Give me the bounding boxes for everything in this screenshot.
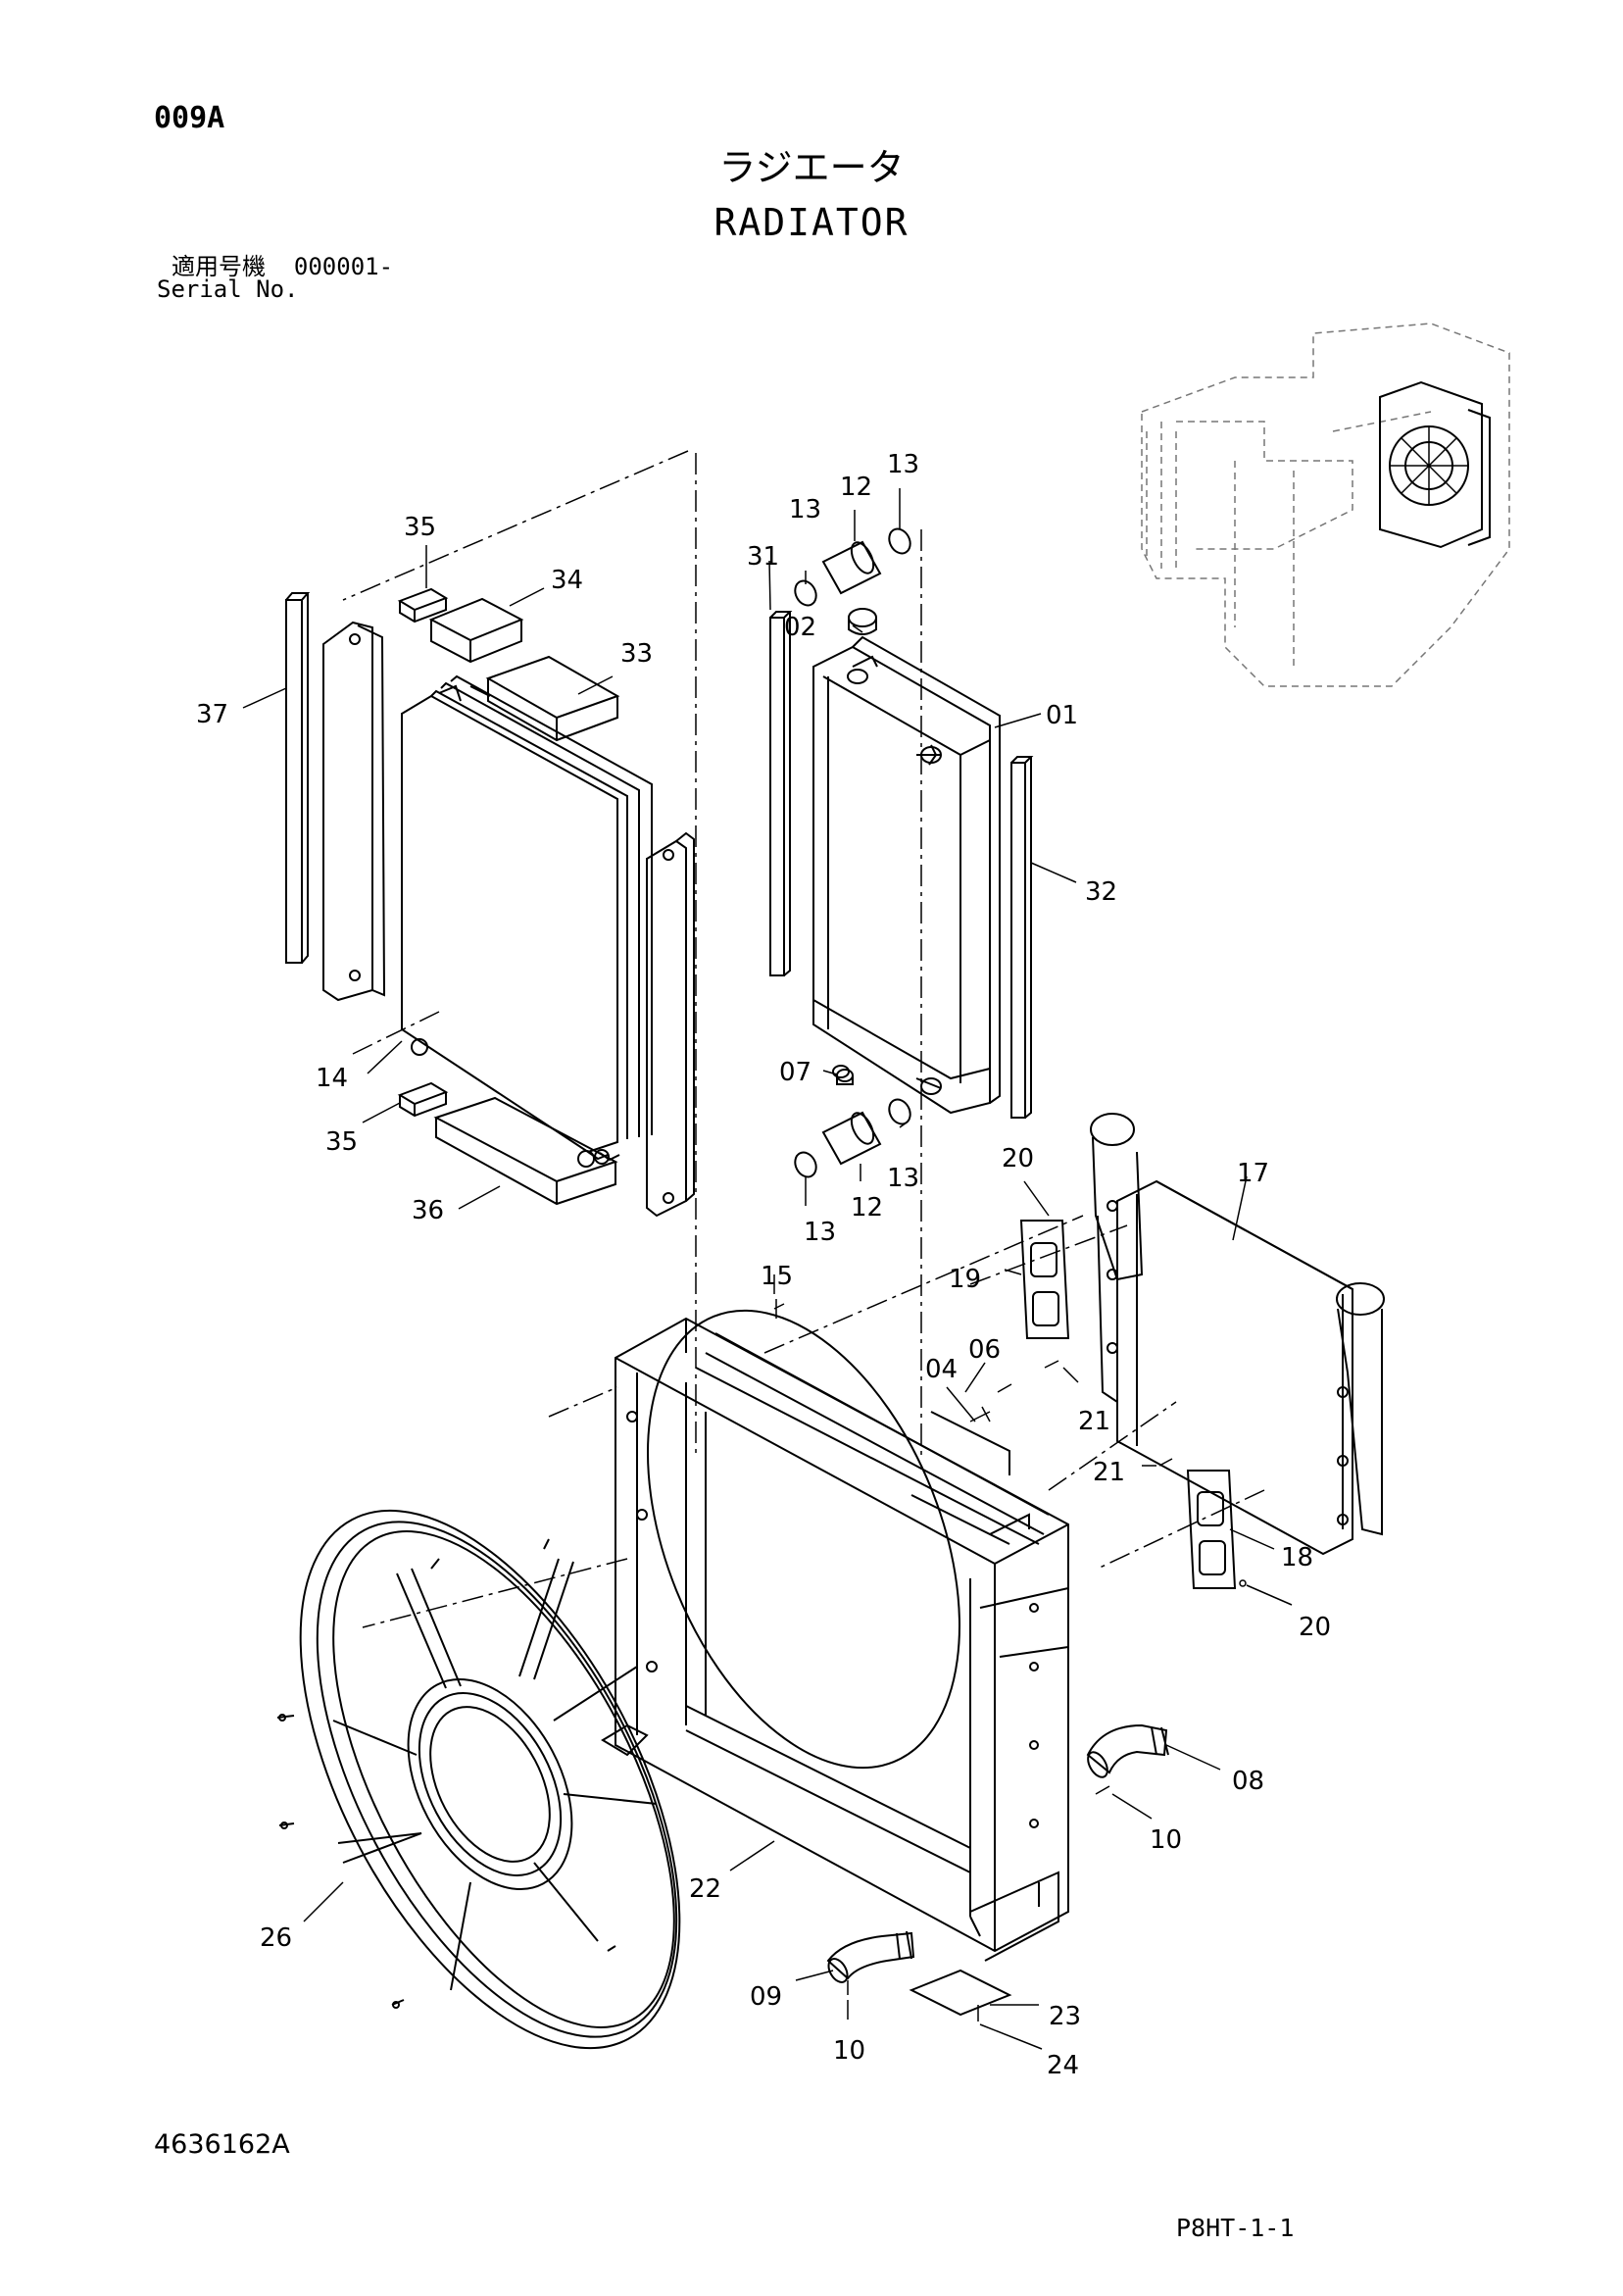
- part-23-cover-plate: [909, 1969, 1012, 2017]
- callout-21-upper: 21: [1078, 1407, 1110, 1436]
- callout-14: 14: [316, 1064, 348, 1093]
- callout-31: 31: [747, 542, 779, 572]
- inset-radiator-icon: [1379, 380, 1491, 549]
- serial-label-japanese: 適用号機 000001-: [172, 255, 393, 278]
- part-13-clamp-upper-right: [888, 527, 911, 555]
- callout-13-c: 13: [887, 1164, 919, 1193]
- sheet-code: 009A: [154, 101, 225, 135]
- part-12-hose-upper: [821, 540, 882, 595]
- part-13-clamp-upper-left: [794, 579, 817, 607]
- part-08-hose: [1086, 1723, 1169, 1778]
- callout-17: 17: [1237, 1159, 1269, 1188]
- callout-15: 15: [761, 1262, 793, 1291]
- serial-label-english: Serial No.: [157, 275, 299, 303]
- part-36-foam-block: [433, 1096, 618, 1206]
- callout-37: 37: [196, 700, 228, 729]
- callout-19: 19: [949, 1265, 981, 1294]
- callout-13-d: 13: [804, 1218, 836, 1247]
- callout-13-b: 13: [887, 450, 919, 479]
- part-07-drain-cock: [836, 1069, 854, 1085]
- callout-33: 33: [620, 639, 653, 669]
- part-side-plate-left: [322, 621, 386, 1002]
- part-09-hose: [826, 1930, 915, 1983]
- part-01-radiator: [812, 635, 1001, 1115]
- callout-04: 04: [925, 1355, 958, 1384]
- callout-36: 36: [412, 1196, 444, 1225]
- title-english: RADIATOR: [713, 201, 910, 244]
- part-33-foam-block: [485, 655, 620, 742]
- callout-12-lower: 12: [851, 1193, 883, 1223]
- callout-10-left: 10: [833, 2036, 865, 2066]
- callout-22: 22: [689, 1874, 721, 1904]
- fasteners: [773, 1299, 1247, 2021]
- callout-32: 32: [1085, 877, 1117, 907]
- callout-20-upper: 20: [1002, 1144, 1034, 1173]
- callout-01: 01: [1046, 701, 1078, 730]
- part-13-clamp-lower-left: [794, 1151, 817, 1178]
- callout-18: 18: [1281, 1543, 1313, 1572]
- callout-20-lower: 20: [1299, 1613, 1331, 1642]
- part-32-seal-strip: [1010, 756, 1034, 1119]
- part-26-fan-guard: [276, 1509, 681, 2050]
- callout-26: 26: [260, 1923, 292, 1953]
- callout-07: 07: [779, 1058, 812, 1087]
- callout-23: 23: [1049, 2002, 1081, 2031]
- machine-location-inset: [1141, 323, 1510, 687]
- part-19-gasket: [1019, 1220, 1070, 1339]
- part-17-intercooler: [1090, 1113, 1385, 1556]
- callout-06: 06: [968, 1335, 1001, 1365]
- alignment-lines: [342, 450, 1265, 1628]
- callout-24: 24: [1047, 2051, 1079, 2080]
- part-13-clamp-lower-right: [888, 1098, 911, 1125]
- callout-02: 02: [784, 613, 816, 642]
- part-31-seal-strip: [769, 611, 793, 976]
- part-18-gasket: [1186, 1470, 1237, 1589]
- title-japanese: ラジエータ: [718, 146, 905, 189]
- callout-10-right: 10: [1150, 1825, 1182, 1855]
- part-side-plate-right: [646, 831, 695, 1218]
- drawing-number: 4636162A: [154, 2129, 290, 2160]
- callout-labels: 35 34 33 37 14 35 36 31 13 12 13 02 01 3…: [196, 450, 1331, 2080]
- callout-08: 08: [1232, 1767, 1264, 1796]
- part-02-radiator-cap: [848, 608, 877, 635]
- part-35-pad-upper: [397, 587, 449, 624]
- part-14-cooler-core: [401, 674, 653, 1168]
- callout-13-a: 13: [789, 495, 821, 524]
- part-22-fan-shroud-frame: [601, 1309, 1069, 1962]
- part-12-hose-lower: [821, 1111, 882, 1166]
- callout-35-lower: 35: [325, 1127, 358, 1157]
- callout-21-lower: 21: [1093, 1458, 1125, 1487]
- leader-lines: [242, 488, 1293, 2050]
- callout-12-upper: 12: [840, 473, 872, 502]
- part-37-seal-strip: [285, 592, 311, 964]
- callout-35-upper: 35: [404, 513, 436, 542]
- serial-label-jp-text: 適用号機: [172, 253, 266, 280]
- callout-09: 09: [750, 1982, 782, 2012]
- part-35-pad-lower: [397, 1081, 449, 1118]
- callout-34: 34: [551, 566, 583, 595]
- part-34-foam-block: [428, 597, 524, 664]
- serial-value: 000001-: [293, 253, 394, 280]
- page-code: P8HT-1-1: [1176, 2214, 1295, 2242]
